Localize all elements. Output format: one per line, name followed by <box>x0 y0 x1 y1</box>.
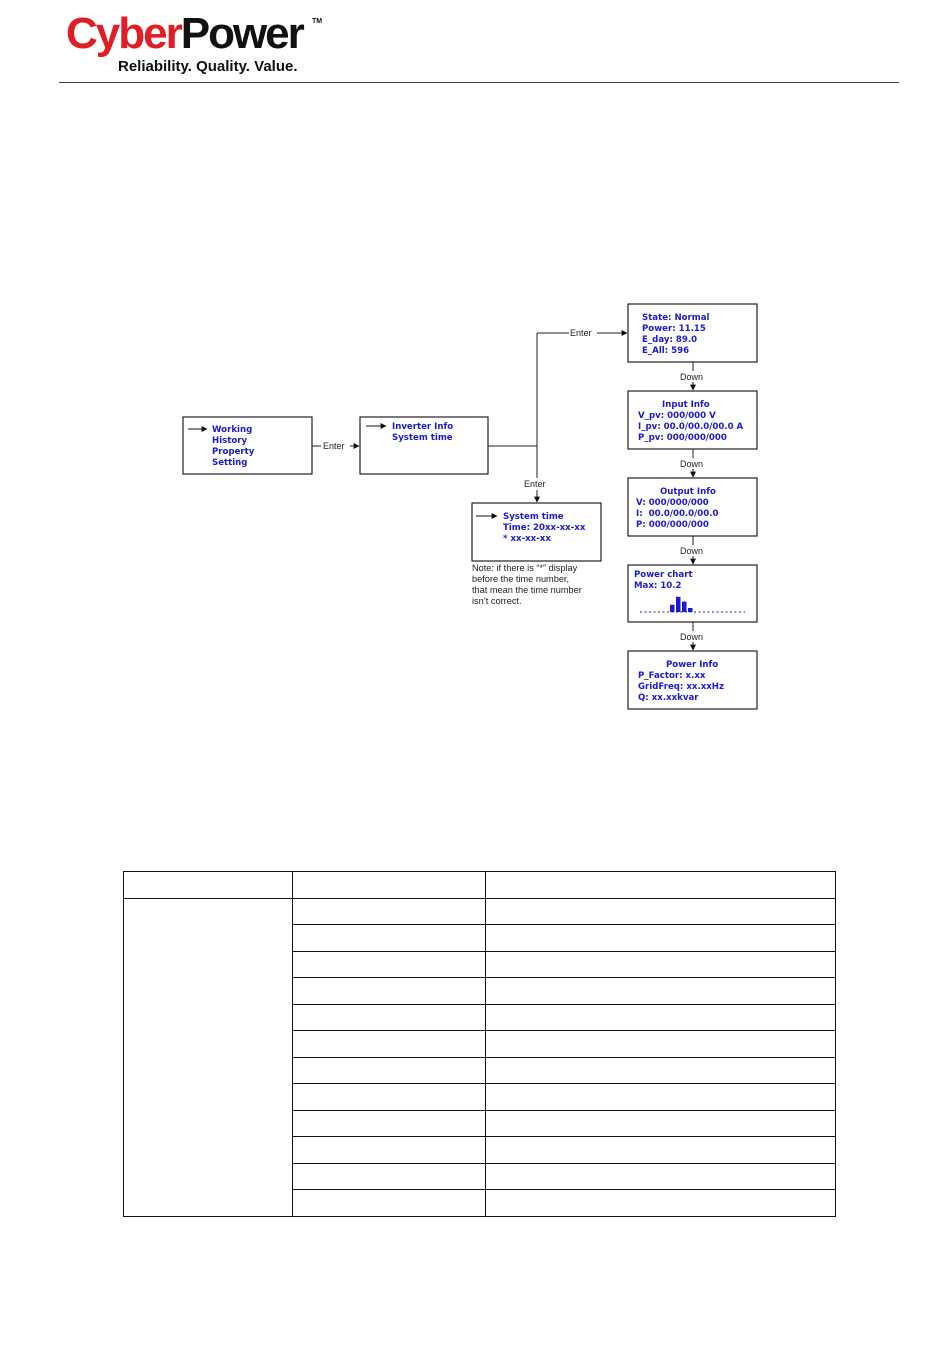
power-info-title: Power Info <box>666 660 718 670</box>
table-cell <box>292 1109 486 1137</box>
table-row <box>124 1162 836 1190</box>
system-time-clock: * xx-xx-xx <box>503 534 551 544</box>
table-cell <box>485 871 836 899</box>
time-note-line: Note: if there is “*” display <box>472 563 578 573</box>
logo-cyber-text: Cyber <box>66 9 183 58</box>
e-all-line: E_All: 596 <box>642 346 689 356</box>
menu-item-property: Property <box>212 447 255 457</box>
power-chart-bar <box>676 596 681 612</box>
table-cell <box>292 1030 486 1058</box>
submenu-item-system-time: System time <box>392 433 453 443</box>
power-chart-bars <box>670 596 693 612</box>
grid-freq-line: GridFreq: xx.xxHz <box>638 682 724 692</box>
table-cell <box>292 897 486 925</box>
table-row <box>124 1109 836 1137</box>
table-cell <box>485 1189 836 1217</box>
down-label: Down <box>680 372 703 382</box>
enter-label: Enter <box>524 479 546 489</box>
logo-tagline: Reliability. Quality. Value. <box>118 58 298 75</box>
logo-wordmark: CyberPower <box>66 8 305 60</box>
table-row <box>124 1136 836 1164</box>
cyberpower-logo: CyberPower TM Reliability. Quality. Valu… <box>66 8 336 80</box>
table-cell <box>292 1083 486 1111</box>
table-cell <box>485 1162 836 1190</box>
table-cell <box>292 1136 486 1164</box>
power-chart-bar <box>682 601 687 612</box>
system-time-date: Time: 20xx-xx-xx <box>503 523 586 533</box>
q-line: Q: xx.xxkvar <box>638 693 699 703</box>
table-cell <box>292 1162 486 1190</box>
state-line: State: Normal <box>642 313 710 323</box>
submenu-item-inverter-info: Inverter Info <box>392 422 453 432</box>
table-header-row <box>123 871 836 899</box>
table-cell <box>485 1109 836 1137</box>
input-p-pv-line: P_pv: 000/000/000 <box>638 433 727 443</box>
output-p-line: P: 000/000/000 <box>636 520 709 530</box>
down-label: Down <box>680 546 703 556</box>
menu-item-history: History <box>212 436 248 446</box>
table-cell <box>292 950 486 978</box>
output-info-title: Output Info <box>660 487 716 497</box>
output-v-line: V: 000/000/000 <box>636 498 709 508</box>
power-chart-bar <box>670 604 675 612</box>
enter-label: Enter <box>323 441 345 451</box>
down-label: Down <box>680 459 703 469</box>
enter-label: Enter <box>570 328 592 338</box>
table-cell <box>292 1189 486 1217</box>
system-time-title: System time <box>503 512 564 522</box>
table-row <box>124 1083 836 1111</box>
logo-trademark: TM <box>312 18 323 25</box>
time-note-line: isn’t correct. <box>472 596 522 606</box>
table-cell <box>485 1083 836 1111</box>
table-row <box>123 897 836 1217</box>
down-label: Down <box>680 632 703 642</box>
power-info-screen <box>627 650 758 710</box>
menu-item-working: Working <box>212 425 252 435</box>
table-row <box>124 1056 836 1084</box>
time-note-line: before the time number, <box>472 574 569 584</box>
table-cell <box>292 1056 486 1084</box>
table-row <box>124 1189 836 1217</box>
p-factor-line: P_Factor: x.xx <box>638 671 706 681</box>
power-chart-title: Power chart <box>634 570 693 580</box>
e-day-line: E_day: 89.0 <box>642 335 697 345</box>
table-cell <box>485 1030 836 1058</box>
table-cell <box>292 977 486 1005</box>
header-divider <box>59 82 899 83</box>
table-row <box>124 1030 836 1058</box>
system-time-screen <box>471 502 602 562</box>
table-merged-cell <box>123 897 293 1217</box>
table-row <box>124 977 836 1005</box>
table-cell <box>485 1003 836 1031</box>
output-i-line: I: 00.0/00.0/00.0 <box>636 509 719 519</box>
table-cell <box>485 1056 836 1084</box>
table-cell <box>292 871 486 899</box>
table-cell <box>485 924 836 952</box>
table-cell <box>485 977 836 1005</box>
menu-item-setting: Setting <box>212 458 247 468</box>
table-cell <box>292 924 486 952</box>
menu-description-table <box>123 871 836 1217</box>
table-cell <box>485 897 836 925</box>
table-row <box>124 1003 836 1031</box>
power-chart-bar <box>688 608 693 612</box>
menu-flow-diagram: Enter Enter Enter Down Down Down Down Wo… <box>182 303 758 710</box>
table-cell <box>292 1003 486 1031</box>
table-cell <box>485 950 836 978</box>
logo-power-text: Power <box>180 9 305 58</box>
table-cell <box>123 871 293 899</box>
time-note-line: that mean the time number <box>472 585 582 595</box>
input-i-pv-line: I_pv: 00.0/00.0/00.0 A <box>638 422 744 432</box>
input-v-pv-line: V_pv: 000/000 V <box>638 411 716 421</box>
input-info-title: Input Info <box>662 400 710 410</box>
power-chart-max: Max: 10.2 <box>634 581 682 591</box>
power-line: Power: 11.15 <box>642 324 706 334</box>
table-row <box>124 924 836 952</box>
table-cell <box>485 1136 836 1164</box>
